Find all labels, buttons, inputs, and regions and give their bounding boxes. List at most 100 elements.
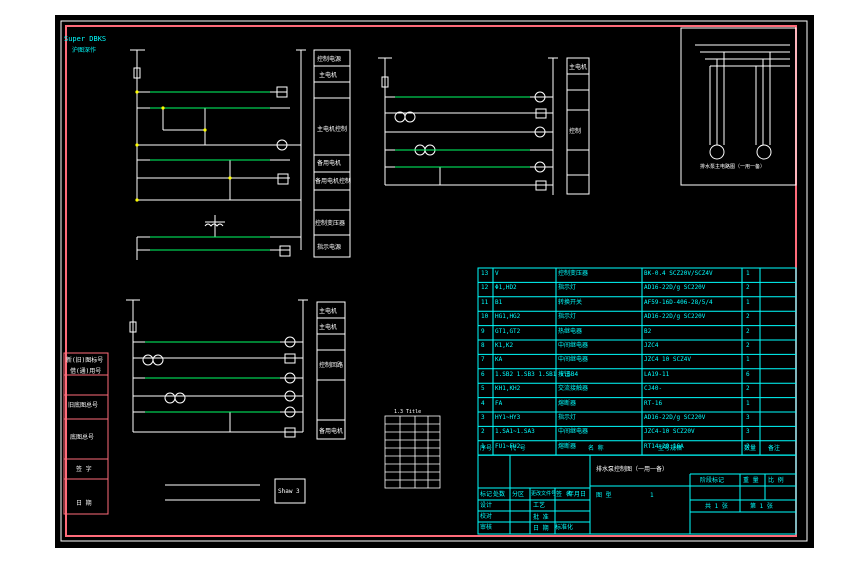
- strip-box-5: 签 字: [76, 466, 92, 473]
- bom-cell-spec: JZC4 10 SCZ4V: [644, 356, 691, 364]
- brand-logo: Super DBKS: [64, 35, 107, 43]
- bom-cell-no: 1: [481, 442, 485, 450]
- bom-cell-qty: 2: [746, 327, 750, 335]
- bom-cell-no: 5: [481, 385, 485, 393]
- bom-cell-name: 控制变压器: [558, 270, 589, 277]
- bom-cell-no: 11: [481, 298, 489, 306]
- bom-row: 12 Φ1,HD2 指示灯 AD16-22D/g SC220V 2: [478, 282, 794, 294]
- date-label: 日 期: [533, 525, 549, 532]
- bom-cell-qty: 6: [746, 370, 750, 378]
- bom-cell-name: 交流接触器: [558, 385, 589, 393]
- bl-row-6: 备用电机: [319, 428, 344, 435]
- tb-row-2: 校对: [480, 513, 493, 520]
- bom-cell-code: GT1,GT2: [495, 327, 521, 335]
- bom-cell-name: 热继电器: [558, 327, 583, 335]
- bom-cell-name: 按钮: [558, 370, 571, 378]
- motor-circuit-label: 排水泵主电路图（一用一备）: [700, 164, 766, 170]
- bom-cell-spec: AD16-22D/g SC220V: [644, 414, 706, 421]
- tr-row-3: 控制: [569, 128, 582, 135]
- bom-cell-code: FU1~FU2: [495, 442, 521, 450]
- bom-cell-name: 指示灯: [558, 284, 577, 292]
- bom-cell-spec: RT-16: [644, 399, 663, 407]
- bom-cell-no: 13: [481, 270, 489, 277]
- weight-label: 重 量: [743, 477, 759, 484]
- tb-col-0: 处数: [493, 491, 506, 498]
- tl-row-0: 控制电源: [317, 56, 342, 63]
- bom-cell-code: Φ1,HD2: [495, 284, 517, 292]
- bom-cell-name: 转换开关: [558, 298, 583, 306]
- bom-cell-no: 10: [481, 313, 489, 321]
- bom-header: 序号 代 号 名 称 型号规格 数量 备注: [480, 445, 781, 452]
- bom-cell-name: 中间继电器: [558, 428, 589, 436]
- bom-cell-no: 6: [481, 370, 485, 378]
- bom-cell-no: 9: [481, 327, 485, 335]
- bom-cell-qty: 2: [746, 385, 750, 393]
- approve-label: 批 准: [533, 514, 549, 521]
- drawing-sheet: [55, 15, 814, 548]
- bom-cell-name: 熔断器: [558, 442, 577, 450]
- strip-box-1: 新(旧)图标号: [66, 357, 104, 364]
- tl-row-6: 备用电机控制: [315, 178, 352, 185]
- bom-row: 1 FU1~FU2 熔断器 RT14-20 16A 2: [478, 441, 794, 453]
- bom-cell-spec: AF59-16D-406-28/5/4: [644, 298, 713, 306]
- bom-cell-qty: 2: [746, 342, 750, 349]
- bom-cell-code: KH1,KH2: [495, 385, 521, 393]
- tb-col-2: 更改文件号: [531, 491, 557, 497]
- bom-cell-qty: 3: [746, 428, 750, 436]
- bl-row-0: 主电机: [319, 308, 338, 315]
- bom-cell-qty: 3: [746, 414, 750, 421]
- bom-cell-no: 4: [481, 399, 485, 407]
- bom-cell-code: KA: [495, 356, 503, 364]
- bom-cell-name: 指示灯: [558, 414, 577, 421]
- bom-row: 2 1.SA1~1.SA3 中间继电器 JZC4-10 SCZ20V 3: [478, 426, 794, 438]
- bom-cell-qty: 1: [746, 270, 750, 277]
- tb-row-4: 工艺: [533, 502, 546, 509]
- tl-row-8: 控制变压器: [315, 220, 346, 227]
- bom-cell-spec: RT14-20 16A: [644, 442, 684, 450]
- bom-cell-qty: 2: [746, 284, 750, 292]
- bl-row-3: 控制回路: [319, 362, 344, 369]
- drawing-title: 排水泵控制图（一用一备）: [596, 466, 669, 473]
- bom-cell-spec: B2: [644, 327, 652, 335]
- tb-col-1: 分区: [512, 491, 525, 498]
- bom-cell-qty: 1: [746, 356, 750, 364]
- bom-row: 9 GT1,GT2 热继电器 B2 2: [478, 326, 794, 338]
- bom-cell-spec: AD16-22D/g SC220V: [644, 313, 706, 321]
- bom-cell-no: 8: [481, 342, 485, 349]
- bom-cell-code: 1.SA1~1.SA3: [495, 428, 535, 436]
- bom-row: 7 KA 中间继电器 JZC4 10 SCZ4V 1: [478, 354, 794, 366]
- bom-cell-spec: JZC4-10 SCZ20V: [644, 428, 695, 436]
- bom-cell-code: B1: [495, 298, 503, 306]
- bom-cell-qty: 2: [746, 442, 750, 450]
- sheet-number: 第 1 张: [750, 503, 773, 510]
- bom-cell-qty: 1: [746, 399, 750, 407]
- bom-cell-no: 2: [481, 428, 485, 436]
- bom-cell-no: 12: [481, 284, 489, 292]
- mini-table-title: 1.3 Title: [394, 409, 422, 415]
- tb-col-4: 年月日: [568, 491, 587, 498]
- bom-cell-spec: LA19-11: [644, 370, 670, 378]
- bom-row: 11 B1 转换开关 AF59-16D-406-28/5/4 1: [478, 297, 794, 309]
- tr-row-0: 主电机: [569, 64, 588, 71]
- bom-cell-code: FA: [495, 399, 503, 407]
- bom-cell-code: HG1,HG2: [495, 313, 521, 321]
- bom-cell-spec: AD16-22D/g SC220V: [644, 284, 706, 292]
- bom-cell-name: 中间继电器: [558, 356, 589, 364]
- bom-cell-no: 7: [481, 356, 485, 364]
- bom-cell-name: 熔断器: [558, 399, 577, 407]
- tb-row-0: 标记: [480, 491, 493, 498]
- bom-cell-no: 3: [481, 414, 485, 421]
- strip-box-4: 底图总号: [70, 434, 95, 441]
- bom-cell-qty: 1: [746, 298, 750, 306]
- tb-col-3: 签 名: [556, 491, 572, 498]
- bom-cell-name: 中间继电器: [558, 342, 589, 349]
- bom-cell-qty: 2: [746, 313, 750, 321]
- scale-label: 比 例: [768, 477, 784, 484]
- bl-row-1: 主电机: [319, 324, 338, 331]
- tl-row-5: 备用电机: [317, 160, 342, 167]
